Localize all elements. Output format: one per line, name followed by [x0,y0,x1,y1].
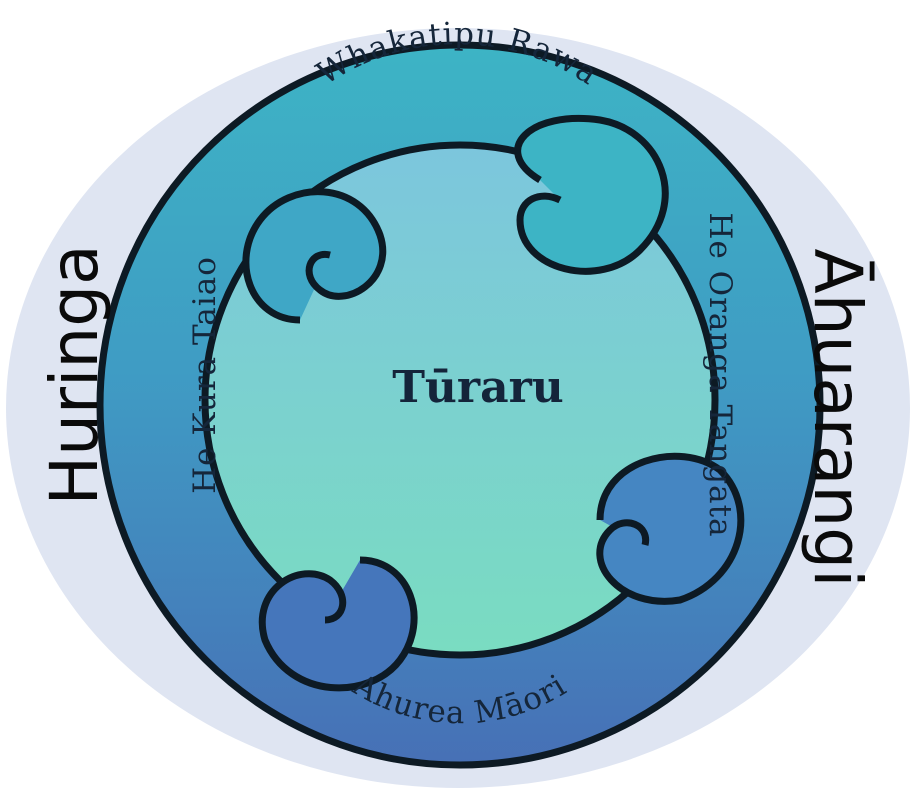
ring-label-left-text: He Kura Taiao [187,256,222,494]
ring-label-right: He Oranga Tangata [702,212,738,537]
outer-label-right: Āhuarangi [799,249,876,588]
center-label: Tūraru [392,362,564,413]
koru-hook-bottom-right [596,452,745,605]
ring-label-left: He Kura Taiao [187,256,223,494]
ring-label-right-text: He Oranga Tangata [702,212,737,537]
outer-label-left: Huringa [36,244,113,505]
koru-hook-top-right [514,115,669,275]
koru-hook-bottom-left [258,556,418,692]
koru-hook-top-left [242,188,386,324]
